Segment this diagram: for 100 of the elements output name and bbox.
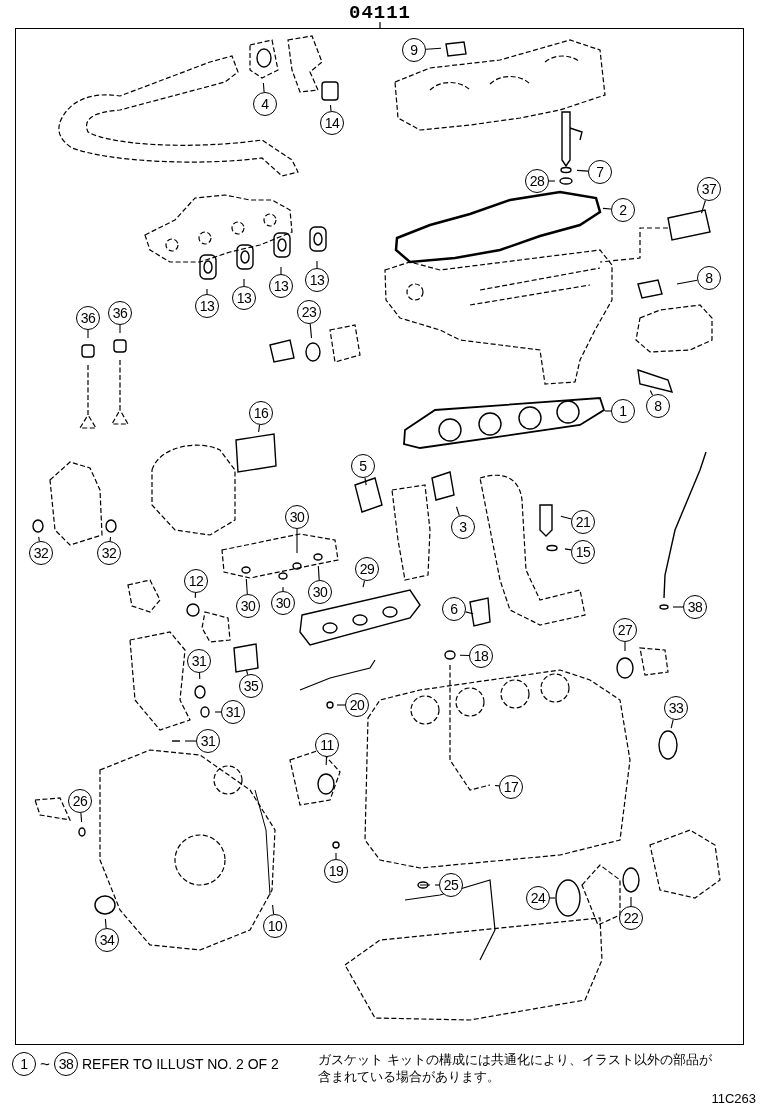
leader-line <box>316 260 318 269</box>
callout-number: 25 <box>439 873 463 897</box>
callout-number: 21 <box>571 510 595 534</box>
leader-line <box>214 711 222 713</box>
drawing-number: 04111 <box>348 2 412 24</box>
leader-line <box>245 578 248 595</box>
callout-number: 36 <box>76 306 100 330</box>
leader-line <box>243 278 245 287</box>
callout-number: 30 <box>236 594 260 618</box>
leader-line <box>560 515 572 520</box>
leader-line <box>317 565 320 581</box>
callout-number: 31 <box>196 729 220 753</box>
leader-line <box>676 279 698 285</box>
leader-line <box>434 884 440 886</box>
callout-number: 6 <box>442 597 466 621</box>
illustration-code: 11C263 <box>710 1090 756 1108</box>
callout-number: 9 <box>402 38 426 62</box>
leader-line <box>548 180 556 182</box>
callout-number: 4 <box>253 92 277 116</box>
leader-line <box>549 897 556 899</box>
callout-number: 5 <box>351 454 375 478</box>
callout-number: 24 <box>526 886 550 910</box>
callout-number: 30 <box>271 591 295 615</box>
callout-number: 1 <box>611 399 635 423</box>
leader-line <box>329 104 332 112</box>
callout-number: 38 <box>683 595 707 619</box>
callout-number: 20 <box>345 693 369 717</box>
callout-number: 13 <box>305 268 329 292</box>
leader-line <box>604 410 612 412</box>
leader-line <box>87 329 89 339</box>
leader-line <box>80 812 83 823</box>
leader-line <box>194 592 197 599</box>
callout-number: 18 <box>469 644 493 668</box>
callout-number: 15 <box>571 540 595 564</box>
callout-number: 27 <box>613 618 637 642</box>
leader-line <box>280 266 282 275</box>
leader-line <box>258 424 261 433</box>
leader-line <box>602 207 612 210</box>
leader-line <box>198 672 201 680</box>
leader-line <box>336 704 346 706</box>
leader-line <box>672 606 684 608</box>
leader-line <box>576 169 589 172</box>
callout-number: 23 <box>297 300 321 324</box>
callout-number: 37 <box>697 177 721 201</box>
callout-number: 35 <box>239 674 263 698</box>
leader-line <box>296 528 298 554</box>
leader-line <box>564 548 572 551</box>
callout-number: 10 <box>263 914 287 938</box>
leader-line <box>670 719 674 729</box>
leader-line <box>362 580 366 588</box>
leader-line <box>184 740 197 742</box>
callout-number: 17 <box>499 775 523 799</box>
callout-number: 11 <box>315 733 339 757</box>
callout-number: 19 <box>324 859 348 883</box>
callout-number: 14 <box>320 111 344 135</box>
callout-number: 31 <box>221 700 245 724</box>
leader-line <box>630 896 632 907</box>
leader-line <box>104 918 107 929</box>
callout-number: 38 <box>54 1052 78 1076</box>
leader-line <box>38 536 40 542</box>
callout-number: 30 <box>308 580 332 604</box>
callout-number: 22 <box>619 906 643 930</box>
callout-number: 12 <box>184 569 208 593</box>
leader-line <box>309 323 313 339</box>
callout-number: 30 <box>285 505 309 529</box>
leader-line <box>494 784 500 787</box>
leader-line <box>459 654 470 657</box>
leader-line <box>649 389 654 396</box>
callout-number: 28 <box>525 169 549 193</box>
footnote-text: REFER TO ILLUST NO. 2 OF 2 <box>82 1055 280 1074</box>
footnote-text: ガスケット キットの構成には共通化により、イラスト以外の部品が含まれている場合があります。 <box>318 1052 713 1086</box>
leader-line <box>119 324 121 334</box>
callout-number: 13 <box>195 294 219 318</box>
leader-line <box>282 586 284 592</box>
callout-number: 36 <box>108 301 132 325</box>
callout-number: 16 <box>249 401 273 425</box>
callout-number: 26 <box>68 789 92 813</box>
leader-line <box>455 506 460 517</box>
range-tilde: ~ <box>39 1054 51 1076</box>
callout-number: 34 <box>95 928 119 952</box>
leader-line <box>245 669 249 676</box>
leader-line <box>364 477 367 486</box>
callout-number: 32 <box>97 541 121 565</box>
callout-number: 31 <box>187 649 211 673</box>
leader-line <box>272 904 275 915</box>
callout-number: 3 <box>451 515 475 539</box>
callout-number: 8 <box>646 394 670 418</box>
callout-number: 13 <box>232 286 256 310</box>
callout-number: 32 <box>29 541 53 565</box>
leader-line <box>262 82 265 93</box>
leader-line <box>109 536 112 542</box>
callout-number: 7 <box>588 160 612 184</box>
callout-number: 2 <box>611 198 635 222</box>
leader-line <box>465 611 474 615</box>
callout-number: 13 <box>269 274 293 298</box>
callout-number: 1 <box>12 1052 36 1076</box>
leader-line <box>425 47 442 50</box>
callout-number: 33 <box>664 696 688 720</box>
leader-line <box>335 852 337 860</box>
leader-line <box>206 288 208 295</box>
